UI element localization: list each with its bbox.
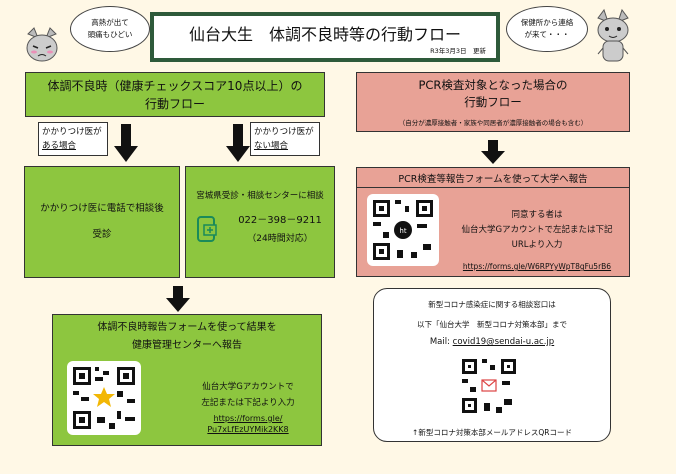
contact-box: 新型コロナ感染症に関する相談窓口は 以下「仙台大学 新型コロナ対策本部」まで M… bbox=[373, 288, 611, 442]
tag-has-doctor-line2: ある場合 bbox=[42, 141, 77, 151]
mail-address-link[interactable]: covid19@sendai-u.ac.jp bbox=[452, 337, 555, 347]
tag-no-doctor: かかりつけ医が ない場合 bbox=[250, 122, 320, 156]
bubble-right-line2: が来て・・・ bbox=[524, 30, 570, 39]
pcr-report-text-line1: 同意する者は bbox=[511, 210, 563, 220]
doctor-box-line2: 受診 bbox=[92, 229, 112, 240]
doctor-consult-box: かかりつけ医に電話で相談後 受診 bbox=[24, 166, 180, 278]
right-heading-note: （自分が濃厚接触者・家族や同居者が濃厚接触者の場合も含む） bbox=[398, 119, 588, 127]
doctor-box-line1: かかりつけ医に電話で相談後 bbox=[40, 203, 164, 214]
arrow-down-icon bbox=[481, 140, 505, 164]
pcr-report-url[interactable]: https://forms.gle/W6RPYyWpT8gFu5rB6 bbox=[462, 262, 612, 271]
left-report-heading-line1: 体調不良時報告フォームを使って結果を bbox=[97, 322, 277, 333]
tag-no-doctor-line1: かかりつけ医が bbox=[254, 127, 314, 137]
left-report-heading-line2: 健康管理センターへ報告 bbox=[132, 340, 242, 351]
cat-left-illustration bbox=[26, 27, 58, 62]
left-report-box: 体調不良時報告フォームを使って結果を 健康管理センターへ報告 仙台大学Gアカウン… bbox=[52, 314, 322, 446]
pcr-report-heading: PCR検査等報告フォームを使って大学へ報告 bbox=[357, 168, 629, 188]
speech-bubble-right: 保健所から連絡 が来て・・・ bbox=[506, 6, 588, 52]
cat-right-illustration bbox=[597, 8, 629, 62]
left-heading-line2: 行動フロー bbox=[144, 96, 205, 111]
consult-center-box: 宮城県受診・相談センターに相談 022－398－9211 （24時間対応） bbox=[185, 166, 335, 278]
left-heading-line1: 体調不良時（健康チェックスコア10点以上）の bbox=[47, 78, 303, 93]
arrow-down-icon bbox=[226, 124, 250, 162]
right-heading-line2: 行動フロー bbox=[464, 95, 522, 109]
pcr-report-box: PCR検査等報告フォームを使って大学へ報告 ht 同意する者は 仙台大学Gアカウ… bbox=[356, 167, 630, 277]
left-flow-heading: 体調不良時（健康チェックスコア10点以上）の 行動フロー bbox=[25, 72, 325, 117]
pcr-report-text-line2: 仙台大学Gアカウントで左記または下記 bbox=[461, 225, 613, 235]
center-box-line1: 宮城県受診・相談センターに相談 bbox=[196, 191, 324, 201]
left-report-url[interactable]: https://forms.gle/ Pu7xLfEzUYMik2KK8 bbox=[183, 413, 313, 435]
speech-bubble-left: 高熱が出て 頭痛もひどい bbox=[70, 6, 150, 52]
right-flow-heading: PCR検査対象となった場合の 行動フロー （自分が濃厚接触者・家族や同居者が濃厚… bbox=[356, 72, 630, 132]
pcr-report-text: 同意する者は 仙台大学Gアカウントで左記または下記 URLより入力 bbox=[449, 208, 625, 253]
health-report-qr-code[interactable] bbox=[67, 361, 141, 435]
left-report-text: 仙台大学Gアカウントで 左記または下記より入力 bbox=[183, 379, 313, 411]
contact-line2: 以下「仙台大学 新型コロナ対策本部」まで bbox=[417, 320, 567, 329]
contact-mail-row: Mail: covid19@sendai-u.ac.jp bbox=[374, 337, 610, 347]
tag-has-doctor-line1: かかりつけ医が bbox=[42, 127, 102, 137]
qr-code-icon bbox=[73, 367, 135, 429]
arrow-down-icon bbox=[114, 124, 138, 162]
page-title: 仙台大生 体調不良時等の行動フロー bbox=[188, 25, 461, 44]
tag-has-doctor: かかりつけ医が ある場合 bbox=[38, 122, 108, 156]
bubble-right-line1: 保健所から連絡 bbox=[520, 18, 574, 27]
left-report-text-line1: 仙台大学Gアカウントで bbox=[202, 382, 294, 392]
title-box: 仙台大生 体調不良時等の行動フロー R3年3月3日 更新 bbox=[150, 12, 500, 62]
svg-text:ht: ht bbox=[399, 227, 406, 235]
qr-code-icon: ht bbox=[373, 200, 433, 260]
pcr-report-qr-code[interactable]: ht bbox=[367, 194, 439, 266]
arrow-down-icon bbox=[166, 286, 190, 312]
left-report-url-line1[interactable]: https://forms.gle/ bbox=[213, 414, 283, 423]
center-phone: 022－398－9211 bbox=[238, 215, 322, 226]
bubble-left-line1: 高熱が出て bbox=[91, 18, 129, 27]
mail-label: Mail: bbox=[429, 337, 450, 347]
left-report-heading: 体調不良時報告フォームを使って結果を 健康管理センターへ報告 bbox=[53, 319, 321, 355]
phone-icon bbox=[197, 216, 217, 242]
tag-no-doctor-line2: ない場合 bbox=[254, 141, 289, 151]
left-report-url-line2[interactable]: Pu7xLfEzUYMik2KK8 bbox=[207, 425, 289, 434]
right-heading-line1: PCR検査対象となった場合の bbox=[418, 78, 568, 92]
contact-mail-qr-code[interactable] bbox=[458, 355, 520, 417]
left-report-text-line2: 左記または下記より入力 bbox=[201, 398, 295, 408]
contact-line1: 新型コロナ感染症に関する相談窓口は bbox=[428, 300, 556, 309]
contact-qr-caption: ↑新型コロナ対策本部メールアドレスQRコード bbox=[412, 428, 572, 437]
center-hours: （24時間対応） bbox=[247, 234, 313, 244]
right-heading-text: PCR検査対象となった場合の 行動フロー bbox=[357, 77, 629, 111]
qr-code-icon bbox=[462, 359, 516, 413]
bubble-left-line2: 頭痛もひどい bbox=[87, 30, 133, 39]
update-date: R3年3月3日 更新 bbox=[430, 47, 486, 55]
pcr-report-text-line3: URLより入力 bbox=[511, 240, 563, 250]
